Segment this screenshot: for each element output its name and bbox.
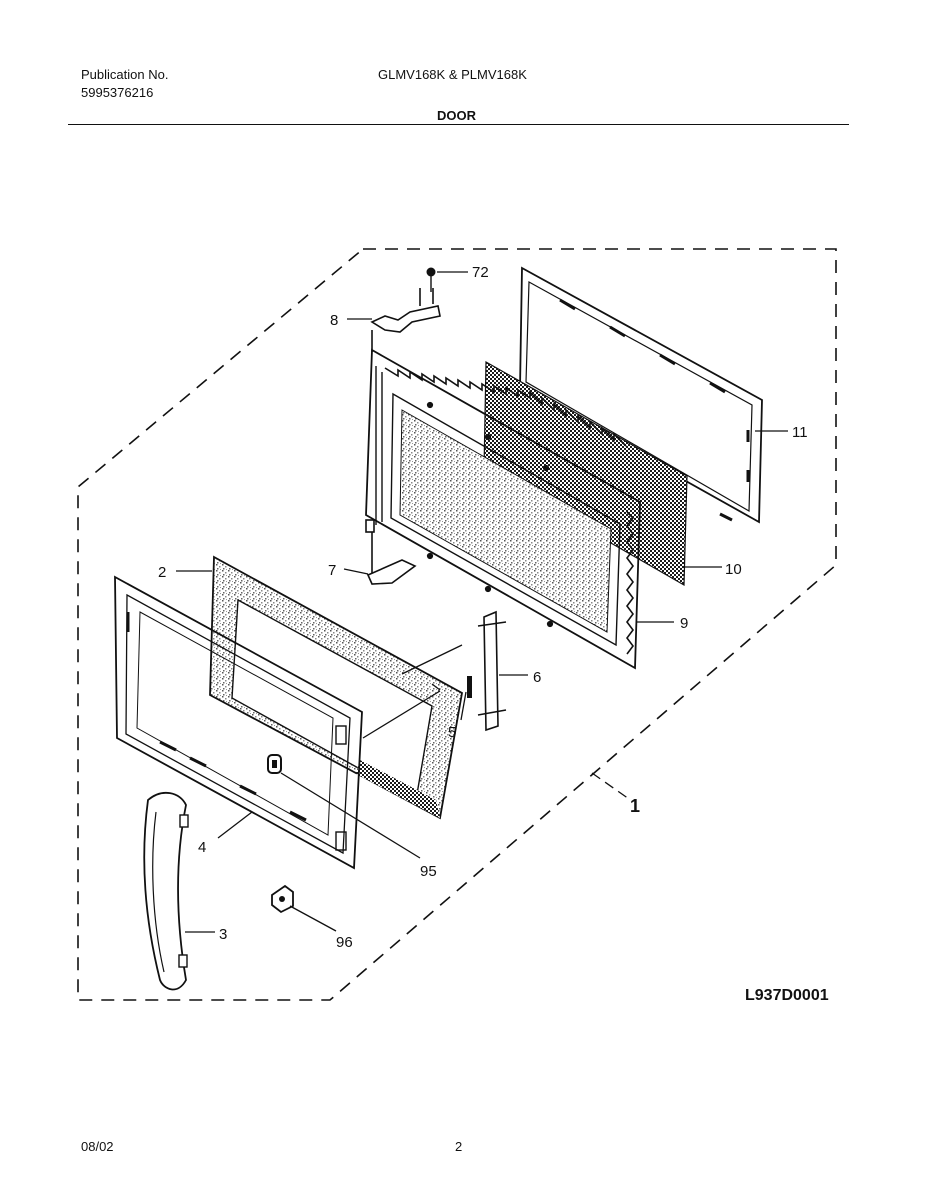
- callout-5: 5: [448, 724, 456, 741]
- footer-date: 08/02: [81, 1139, 114, 1154]
- part-5-spring: [467, 676, 472, 698]
- leader-lines: [176, 271, 788, 933]
- part-4-outer-door-frame: [114, 575, 363, 870]
- part-72-screw: [426, 267, 436, 292]
- callout-9: 9: [680, 615, 688, 632]
- callout-2: 2: [158, 564, 166, 581]
- callout-72: 72: [472, 264, 489, 281]
- part-10-mesh-screen: [483, 360, 688, 587]
- page-number: 2: [455, 1139, 463, 1154]
- callout-8: 8: [330, 312, 338, 329]
- publication-number: 5995376216: [81, 85, 154, 100]
- part-96-clip: [271, 884, 294, 914]
- publication-label: Publication No.: [81, 67, 169, 82]
- part-11-door-frame: [519, 266, 763, 524]
- callout-96: 96: [336, 934, 353, 951]
- section-title: DOOR: [437, 108, 476, 123]
- part-7-lower-hinge: [365, 519, 417, 585]
- part-9-inner-door-panel: [365, 348, 641, 670]
- callout-4: 4: [198, 839, 206, 856]
- callout-7: 7: [328, 562, 336, 579]
- model-numbers: GLMV168K & PLMV168K: [378, 67, 527, 82]
- callout-10: 10: [725, 561, 742, 578]
- part-3-handle: [143, 791, 189, 991]
- part-2-window-panel: [209, 555, 463, 820]
- callout-3: 3: [219, 926, 227, 943]
- callout-1: 1: [630, 796, 640, 816]
- drawing-code: L937D0001: [745, 987, 829, 1004]
- callout-95: 95: [420, 863, 437, 880]
- part-8-upper-hinge: [370, 288, 441, 352]
- callout-6: 6: [533, 669, 541, 686]
- part-95-latch: [267, 754, 282, 774]
- part-6-latch-bar: [477, 610, 507, 732]
- assembly-boundary: [77, 248, 837, 1001]
- callout-11: 11: [792, 424, 808, 441]
- header-rule: [68, 124, 849, 125]
